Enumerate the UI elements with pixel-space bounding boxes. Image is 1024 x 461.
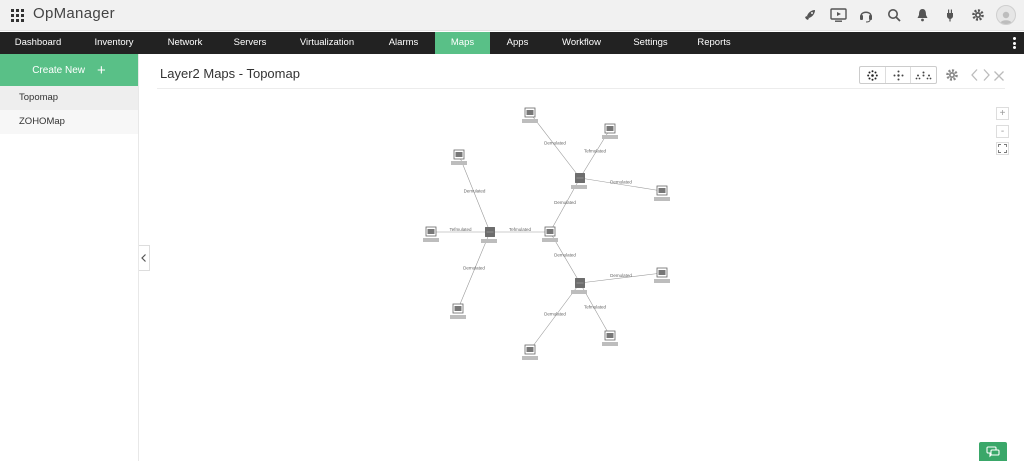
tab-inventory[interactable]: Inventory <box>94 37 134 48</box>
radial-layout-icon <box>867 69 878 81</box>
zoom-in-button[interactable]: + <box>996 107 1009 120</box>
tab-servers[interactable]: Servers <box>233 37 267 48</box>
page-title: Layer2 Maps - Topomap <box>160 66 300 81</box>
rocket-icon[interactable] <box>800 5 820 25</box>
tab-virtualization[interactable]: Virtualization <box>299 37 355 48</box>
sidebar-item-zohomap[interactable]: ZOHOMap <box>0 110 138 134</box>
map-node-switch[interactable] <box>571 278 587 294</box>
collapse-sidebar-button[interactable] <box>139 245 150 271</box>
tab-maps[interactable]: Maps <box>435 32 490 54</box>
map-node-server[interactable] <box>522 107 538 123</box>
tab-alarms[interactable]: Alarms <box>388 37 419 48</box>
user-avatar[interactable] <box>996 5 1016 25</box>
close-icon[interactable] <box>993 69 1005 81</box>
chevron-left-icon <box>141 254 146 262</box>
map-link[interactable] <box>458 154 491 233</box>
map-link[interactable] <box>579 272 663 284</box>
apps-grid-icon[interactable] <box>11 9 24 22</box>
map-link-label: Demulated <box>464 189 486 194</box>
layout-radial-button[interactable] <box>860 67 886 83</box>
map-link-label: Tefmulated <box>509 227 532 232</box>
tab-network[interactable]: Network <box>167 37 203 48</box>
map-node-switch[interactable] <box>571 173 587 189</box>
tab-reports[interactable]: Reports <box>697 37 731 48</box>
chat-button[interactable] <box>979 442 1007 461</box>
map-node-server[interactable] <box>423 226 439 242</box>
tab-workflow[interactable]: Workflow <box>562 37 601 48</box>
map-link[interactable] <box>457 231 491 310</box>
map-link-label: Demulated <box>610 180 632 185</box>
map-node-server[interactable] <box>654 267 670 283</box>
create-new-label: Create New <box>32 64 86 76</box>
main-nav: Dashboard Inventory Network Servers Virtuali… <box>0 32 1024 54</box>
gear-icon[interactable] <box>968 5 988 25</box>
map-link-label: Demulated <box>544 312 566 317</box>
map-link-label: Tefmulated <box>584 149 607 154</box>
next-chevron-icon[interactable] <box>980 68 992 82</box>
create-new-button[interactable]: Create New + <box>0 54 138 86</box>
tree-layout-icon <box>915 71 932 79</box>
zoom-out-button[interactable]: - <box>996 125 1009 138</box>
map-node-server[interactable] <box>522 344 538 360</box>
layout-tree-button[interactable] <box>911 67 936 83</box>
cross-layout-icon <box>893 70 903 80</box>
map-link-label: Demulated <box>554 200 576 205</box>
nav-tabs: Dashboard Inventory Network Servers Virtuali… <box>0 32 1024 54</box>
map-node-server[interactable] <box>602 330 618 346</box>
previous-chevron-icon[interactable] <box>969 68 981 82</box>
plus-icon: + <box>97 61 106 79</box>
map-node-server[interactable] <box>654 185 670 201</box>
map-link-label: Demulated <box>463 266 485 271</box>
chat-icon <box>986 445 1000 457</box>
map-node-server[interactable] <box>450 303 466 319</box>
sidebar-item-topomap[interactable]: Topomap <box>0 86 138 110</box>
search-icon[interactable] <box>884 5 904 25</box>
map-settings-gear-icon[interactable] <box>945 68 959 82</box>
map-node-server[interactable] <box>602 123 618 139</box>
tab-apps[interactable]: Apps <box>506 37 529 48</box>
fullscreen-icon <box>998 144 1007 153</box>
map-link[interactable] <box>579 177 663 192</box>
map-node-server[interactable] <box>542 226 558 242</box>
title-divider <box>157 88 1005 89</box>
map-link-label: Demulated <box>554 253 576 258</box>
topology-map-svg: DemulatedTefmulatedDemulatedTefmulatedDe… <box>423 107 670 360</box>
layout-cross-button[interactable] <box>886 67 912 83</box>
top-icon-bar <box>800 5 1016 25</box>
map-link-label: Tefmulated <box>449 227 472 232</box>
tab-dashboard[interactable]: Dashboard <box>14 37 62 48</box>
monitor-play-icon[interactable] <box>828 5 848 25</box>
map-link-label: Demulated <box>610 273 632 278</box>
layout-toggle-group <box>859 66 937 84</box>
app-name: OpManager <box>33 5 115 22</box>
bell-icon[interactable] <box>912 5 932 25</box>
map-link[interactable] <box>529 282 581 351</box>
fit-to-screen-button[interactable] <box>996 142 1009 155</box>
map-node-switch[interactable] <box>481 227 497 243</box>
map-link[interactable] <box>529 112 581 179</box>
map-node-server[interactable] <box>451 149 467 165</box>
map-link-label: Demulated <box>544 141 566 146</box>
sidebar: Create New + Topomap ZOHOMap <box>0 54 139 461</box>
map-link-label: Tefmulated <box>584 305 607 310</box>
tab-settings[interactable]: Settings <box>633 37 668 48</box>
more-options-icon[interactable] <box>1013 37 1016 49</box>
plug-icon[interactable] <box>940 5 960 25</box>
top-bar: OpManager <box>0 0 1024 31</box>
headset-icon[interactable] <box>856 5 876 25</box>
